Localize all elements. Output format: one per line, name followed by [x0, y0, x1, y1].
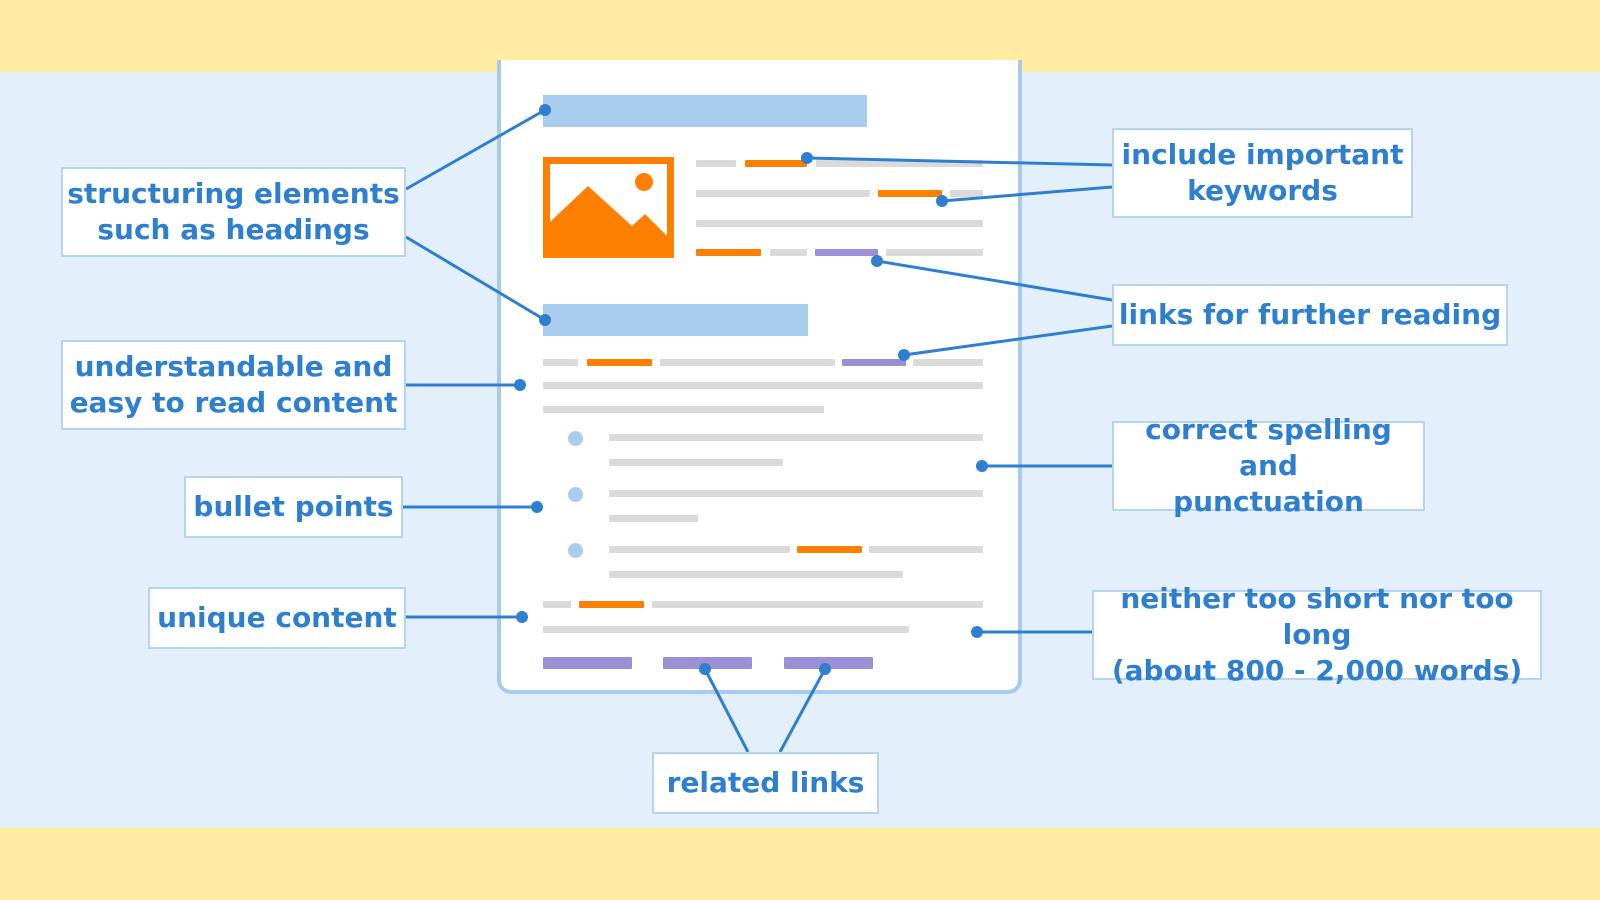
text-line	[543, 601, 571, 608]
keyword-highlight	[745, 160, 807, 167]
label-important-keywords: include important keywords	[1112, 128, 1413, 218]
label-structuring-elements: structuring elements such as headings	[61, 167, 406, 257]
text-line	[770, 249, 807, 256]
label-further-reading-links: links for further reading	[1112, 284, 1508, 346]
label-line: include important	[1121, 138, 1404, 171]
text-line	[816, 160, 983, 167]
picture-icon	[543, 157, 674, 258]
related-link-bar	[543, 657, 632, 669]
related-link-bar	[663, 657, 752, 669]
text-line	[609, 515, 698, 522]
keyword-highlight	[579, 601, 644, 608]
text-line	[609, 546, 790, 553]
text-line	[609, 459, 783, 466]
text-line	[543, 406, 824, 413]
bullet-dot	[568, 487, 583, 502]
text-line	[543, 626, 909, 633]
text-line	[869, 546, 983, 553]
text-line	[913, 359, 983, 366]
link-highlight	[842, 359, 906, 366]
text-line	[543, 359, 578, 366]
related-link-bar	[784, 657, 873, 669]
text-line	[609, 571, 903, 578]
text-line	[950, 190, 983, 197]
label-line: links for further reading	[1118, 298, 1502, 331]
heading-bar-1	[543, 95, 867, 127]
label-line: (about 800 - 2,000 words)	[1111, 654, 1523, 687]
keyword-highlight	[696, 249, 761, 256]
label-line: unique content	[157, 601, 397, 634]
label-line: related links	[666, 766, 865, 799]
label-bullet-points: bullet points	[184, 476, 403, 538]
label-line: bullet points	[193, 490, 394, 523]
bullet-dot	[568, 543, 583, 558]
keyword-highlight	[587, 359, 652, 366]
keyword-highlight	[797, 546, 862, 553]
text-line	[886, 249, 983, 256]
label-content-length: neither too short nor too long (about 80…	[1092, 582, 1542, 687]
label-spelling-punctuation: correct spelling and punctuation	[1112, 413, 1425, 518]
link-highlight	[815, 249, 878, 256]
text-line	[696, 220, 983, 227]
text-line	[543, 382, 983, 389]
label-line: correct spelling and	[1145, 413, 1392, 482]
text-line	[652, 601, 983, 608]
text-line	[696, 160, 736, 167]
bottom-band	[0, 828, 1600, 900]
label-understandable-content: understandable and easy to read content	[61, 340, 406, 430]
label-line: such as headings	[97, 213, 370, 246]
label-line: neither too short nor too long	[1120, 582, 1514, 651]
text-line	[609, 434, 983, 441]
bullet-dot	[568, 431, 583, 446]
label-line: keywords	[1187, 174, 1338, 207]
text-line	[609, 490, 983, 497]
text-line	[660, 359, 835, 366]
text-line	[696, 190, 870, 197]
label-line: structuring elements	[67, 177, 400, 210]
label-line: understandable and	[74, 350, 393, 383]
label-line: easy to read content	[69, 386, 398, 419]
heading-bar-2	[543, 304, 808, 336]
label-unique-content: unique content	[148, 587, 406, 649]
keyword-highlight	[878, 190, 942, 197]
label-line: punctuation	[1173, 485, 1364, 518]
label-related-links: related links	[652, 752, 879, 814]
